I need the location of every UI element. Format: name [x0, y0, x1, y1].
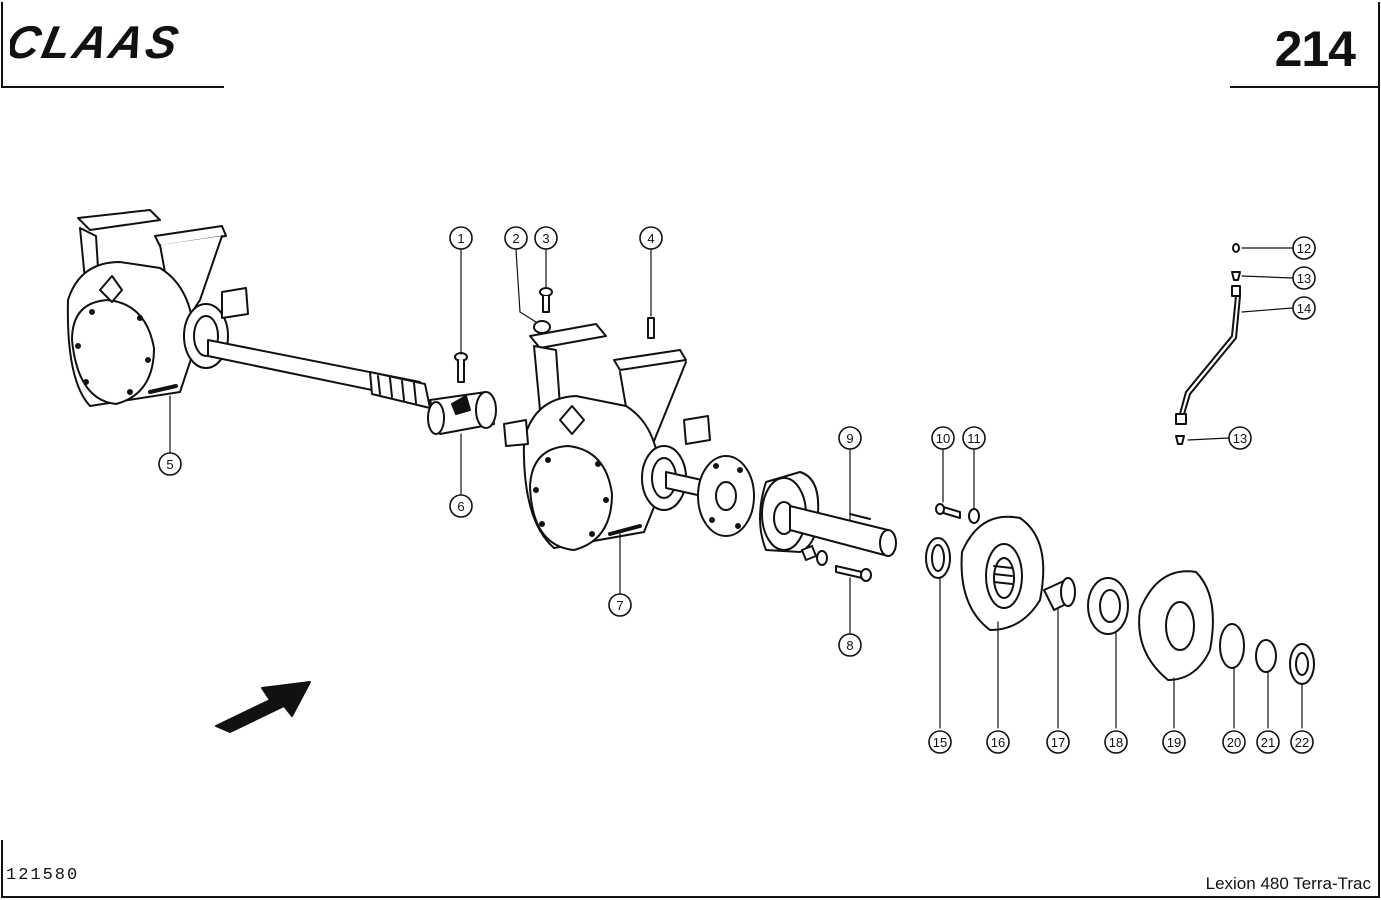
- callout-3: 3: [542, 231, 549, 246]
- lube-line: [1175, 243, 1241, 445]
- callout-12: 12: [1297, 241, 1311, 256]
- callout-20: 20: [1227, 735, 1241, 750]
- callout-1: 1: [457, 231, 464, 246]
- callout-5: 5: [166, 457, 173, 472]
- callout-6: 6: [457, 499, 464, 514]
- bolt-1: [454, 352, 468, 383]
- callout-10: 10: [936, 431, 950, 446]
- slotted-nut-22: [1289, 643, 1315, 685]
- callout-11: 11: [967, 431, 981, 446]
- washer-11: [968, 508, 980, 524]
- sleeve-17: [1043, 577, 1076, 611]
- bolt-8: [835, 565, 872, 582]
- gearbox-left: [66, 209, 249, 407]
- nut: [801, 545, 817, 561]
- callout-13-upper: 13: [1297, 271, 1311, 286]
- callout-18: 18: [1109, 735, 1123, 750]
- logo-text: CLAAS: [10, 18, 186, 66]
- pin-4: [647, 317, 655, 339]
- gearbox-middle: [503, 323, 711, 551]
- callout-15: 15: [933, 735, 947, 750]
- model-name: Lexion 480 Terra-Trac: [1205, 874, 1371, 893]
- callout-8: 8: [846, 638, 853, 653]
- callout-16: 16: [991, 735, 1005, 750]
- callout-7: 7: [616, 598, 623, 613]
- washer: [816, 550, 828, 566]
- seal-20: [1219, 623, 1245, 669]
- claas-logo: CLAAS: [10, 18, 186, 66]
- callout-21: 21: [1261, 735, 1275, 750]
- washer-2: [533, 320, 551, 334]
- callout-9: 9: [846, 431, 853, 446]
- stub-shaft-9: [789, 505, 897, 557]
- callout-19: 19: [1167, 735, 1181, 750]
- bearing-18: [1087, 577, 1129, 635]
- ring-21: [1255, 639, 1277, 673]
- bearing-housing-16: [960, 515, 1045, 631]
- coupling: [427, 391, 497, 435]
- shaft-left: [207, 339, 431, 409]
- seal-ring-15: [925, 537, 951, 579]
- flange-plate: [697, 455, 755, 537]
- travel-direction-arrow-icon: [215, 681, 311, 733]
- callout-14: 14: [1297, 301, 1311, 316]
- callout-4: 4: [647, 231, 654, 246]
- document-number: 121580: [6, 866, 80, 885]
- cover-19: [1138, 570, 1214, 681]
- callout-22: 22: [1295, 735, 1309, 750]
- callout-17: 17: [1051, 735, 1065, 750]
- callout-circles: [158, 226, 1316, 754]
- callout-2: 2: [512, 231, 519, 246]
- callout-13-lower: 13: [1233, 431, 1247, 446]
- page-number: 214: [1274, 21, 1356, 77]
- bolt-3: [539, 287, 553, 313]
- bolt-10: [935, 503, 961, 519]
- leader-lines: [169, 247, 1303, 729]
